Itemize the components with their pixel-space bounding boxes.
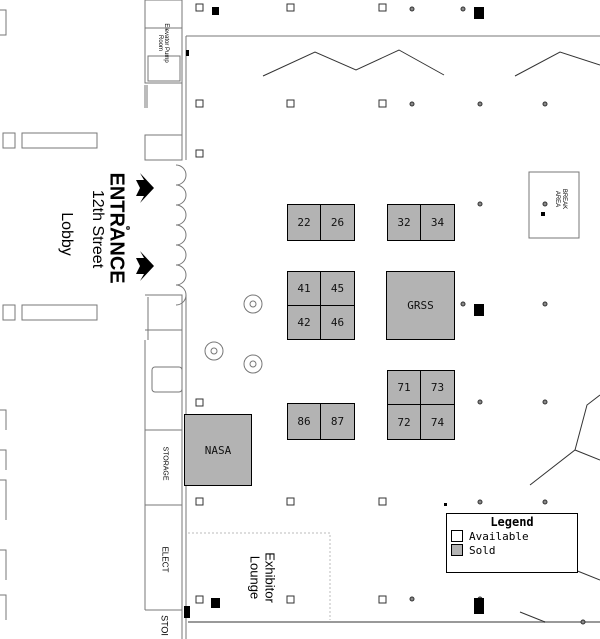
booth-73[interactable]: 73 — [420, 370, 455, 405]
legend-sold-label: Sold — [469, 543, 496, 557]
legend: Legend Available Sold — [446, 513, 578, 573]
booth-34[interactable]: 34 — [420, 204, 455, 241]
booth-86[interactable]: 86 — [287, 403, 321, 440]
break-area-label-2: AREA — [554, 190, 560, 208]
legend-title: Legend — [490, 515, 534, 529]
break-area-label-1: BREAK — [561, 188, 567, 210]
entrance-label: ENTRANCE — [105, 172, 128, 284]
sold-swatch — [451, 544, 463, 556]
booth-26[interactable]: 26 — [320, 204, 355, 241]
booth-42[interactable]: 42 — [287, 305, 321, 340]
booth-46[interactable]: 46 — [320, 305, 355, 340]
storage-short-label: STOI — [159, 615, 170, 636]
booth-nasa[interactable]: NASA — [184, 414, 252, 486]
booth-87[interactable]: 87 — [320, 403, 355, 440]
legend-available: Available — [451, 529, 577, 543]
booth-22[interactable]: 22 — [287, 204, 321, 241]
elevator-pump-room-label: Elevator Pump Room — [157, 23, 169, 63]
booth-45[interactable]: 45 — [320, 271, 355, 306]
booth-32[interactable]: 32 — [387, 204, 421, 241]
elect-label: ELECT — [160, 546, 170, 573]
exhibitor-lounge-label-2: Lounge — [247, 555, 263, 600]
lobby-label: Lobby — [58, 212, 75, 256]
booth-41[interactable]: 41 — [287, 271, 321, 306]
booth-72[interactable]: 72 — [387, 404, 421, 440]
booth-grss[interactable]: GRSS — [386, 271, 455, 340]
available-swatch — [451, 530, 463, 542]
legend-sold: Sold — [451, 543, 577, 557]
legend-available-label: Available — [469, 529, 529, 543]
exhibitor-lounge-label-1: Exhibitor — [262, 552, 278, 603]
booth-71[interactable]: 71 — [387, 370, 421, 405]
street-label: 12th Street — [89, 189, 106, 269]
booth-74[interactable]: 74 — [420, 404, 455, 440]
storage-label: STORAGE — [161, 446, 169, 481]
